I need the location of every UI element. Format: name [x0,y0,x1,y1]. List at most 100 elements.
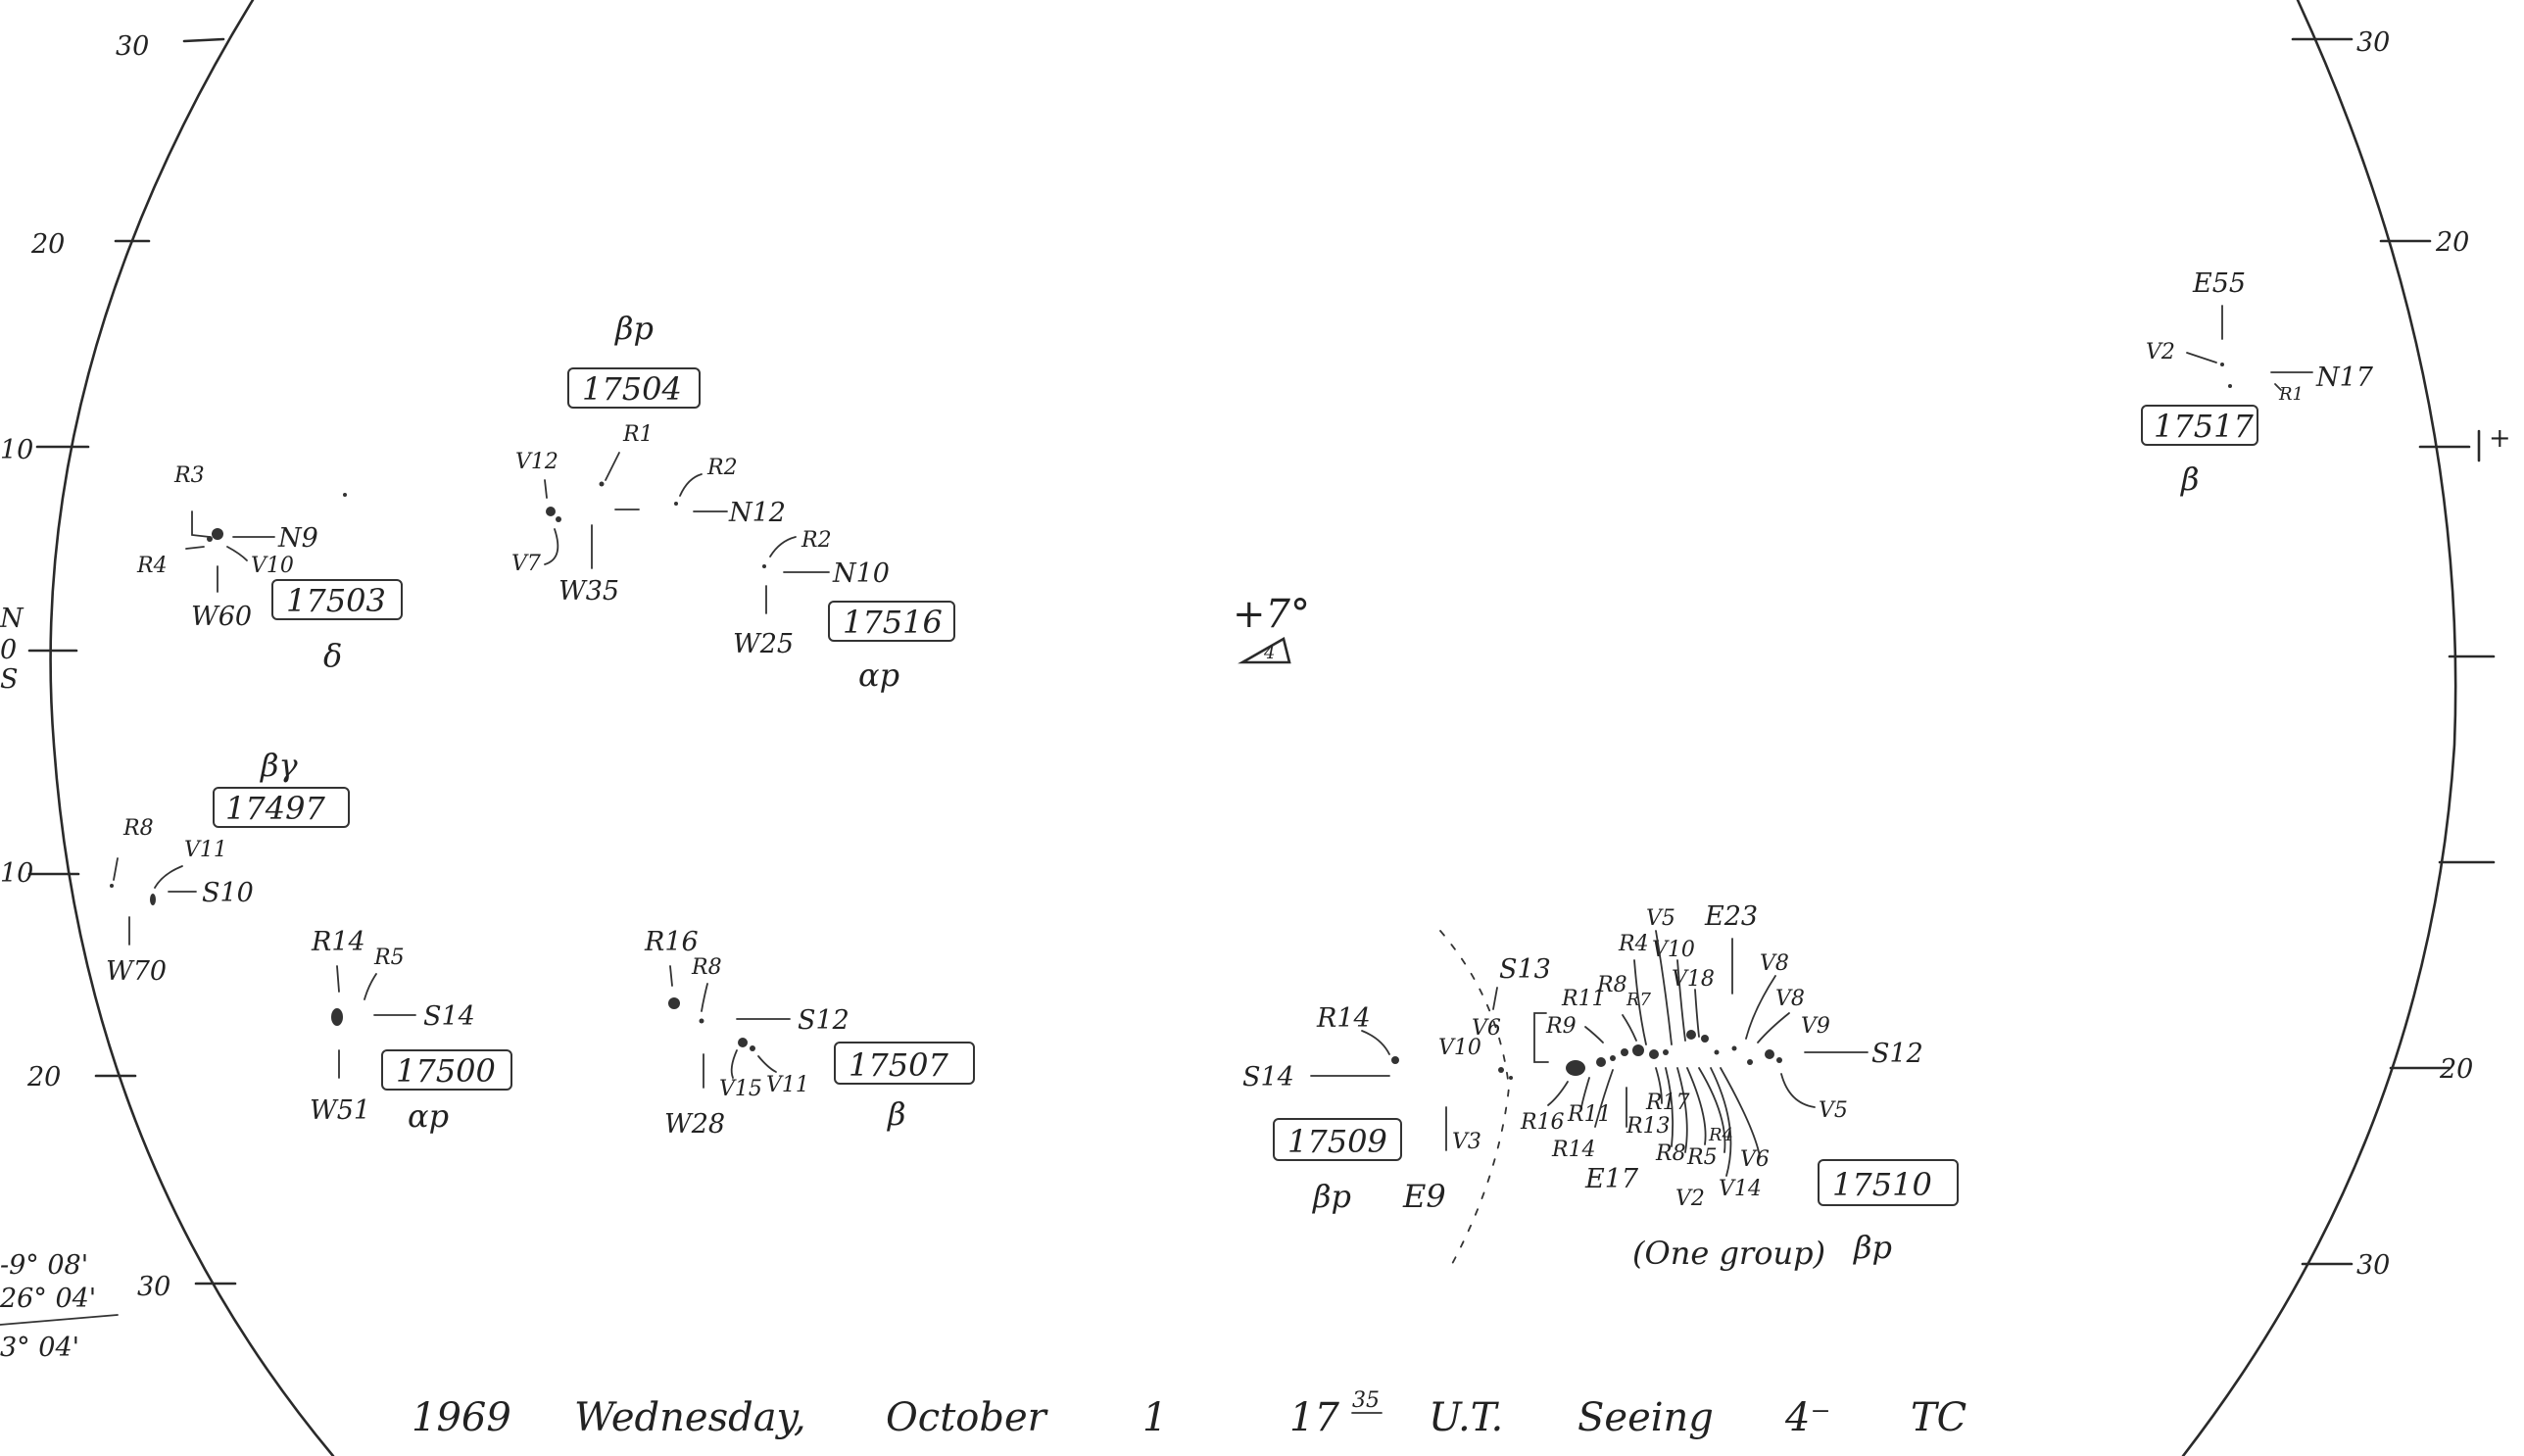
computation-line-1: -9° 08' [0,1250,88,1281]
sunspot-group-17517: E55 V2 N17 R1 17517 β [2141,268,2374,498]
label-17500-r5: R5 [373,946,405,970]
sunspot-group-17516: R2 N10 W25 17516 αp [733,528,955,694]
triangle-mark: 4 [1263,643,1275,663]
label-17507-r8: R8 [691,955,722,980]
sunspot-group-17507: R16 R8 S12 V15 V11 W28 17507 β [644,927,975,1140]
footer-seeing-value: 4⁻ [1784,1395,1831,1440]
footer-weekday: Wednesday, [574,1395,806,1440]
disk-limb-left [49,0,335,1456]
label-17507-w28: W28 [664,1109,725,1140]
label-17503-n9: N9 [277,523,318,554]
left-tick-10-south: 10 [0,858,33,889]
right-tick-plus: + [2489,423,2511,454]
region-label-v6: V6 [1472,1016,1501,1041]
group-number-17500: 17500 [396,1052,496,1090]
region-label-v5: V5 [1646,906,1675,931]
label-17503-w60: W60 [191,602,252,632]
group-class-17500: αp [408,1097,449,1135]
group-class-17517: β [2180,461,2200,498]
label-17500-w51: W51 [310,1095,370,1126]
computation-line-3: 3° 04' [0,1333,79,1363]
label-17504-w35: W35 [558,576,619,607]
group-number-17497: 17497 [225,790,325,827]
region-label-r9: R9 [1545,1014,1577,1039]
region-label-s12: S12 [1871,1039,1923,1069]
label-17509-s14: S14 [1242,1062,1294,1092]
label-17507-r16: R16 [644,927,699,957]
label-17503-r4: R4 [136,554,168,578]
label-17507-s12: S12 [798,1005,849,1036]
group-class-17510: βp [1853,1229,1892,1266]
label-17517-e55: E55 [2192,268,2246,299]
group-number-17509: 17509 [1287,1123,1387,1160]
central-meridian-mark: +7° 4 [1233,592,1310,664]
region-label-r4b: R4 [1708,1125,1733,1145]
group-number-17503: 17503 [286,582,386,619]
sunspot-group-17497: βγ 17497 R8 V11 S10 W70 [106,747,350,987]
footer-year: 1969 [412,1395,511,1440]
disk-limb-right [2181,0,2457,1456]
label-17504-v12: V12 [515,450,558,474]
tilt-label: +7° [1233,592,1310,637]
region-label-r8b: R8 [1655,1141,1686,1166]
left-tick-30-south: 30 [137,1272,170,1302]
region-label-s13: S13 [1499,954,1551,985]
label-17517-v2: V2 [2146,340,2175,364]
region-label-r13: R13 [1626,1114,1671,1139]
group-number-17517: 17517 [2154,408,2254,445]
label-17507-v11: V11 [766,1073,809,1097]
region-label-v14: V14 [1719,1177,1762,1201]
left-tick-10-north: 10 [0,435,33,465]
region-label-v3: V3 [1452,1130,1481,1154]
label-17509-r14: R14 [1316,1003,1371,1034]
computation-line-2: 26° 04' [0,1284,96,1314]
group-number-17504: 17504 [582,370,682,408]
label-17500-s14: S14 [423,1001,475,1032]
label-17497-w70: W70 [106,956,167,987]
label-17503-v10: V10 [251,554,294,578]
region-label-v5b: V5 [1819,1098,1848,1123]
left-latitude-scale: 30 20 10 N 0 S 10 20 30 [0,31,237,1302]
label-17516-w25: W25 [733,629,794,659]
label-17504-n12: N12 [728,498,786,528]
region-label-e9: E9 [1402,1178,1446,1215]
label-17517-n17: N17 [2315,363,2374,393]
left-tick-20-south: 20 [26,1062,61,1092]
label-17507-v15: V15 [719,1077,762,1101]
group-number-17510: 17510 [1832,1166,1932,1203]
left-tick-30-north: 30 [116,31,149,62]
label-17516-r2: R2 [801,528,832,553]
left-equator-s: S [0,664,19,695]
right-latitude-scale: 30 20 + 20 30 [2291,27,2511,1281]
label-17504-r1: R1 [622,422,654,447]
region-label-r11b: R11 [1567,1102,1612,1127]
sunspot-group-17504: βp 17504 R1 V12 V7 W35 R2 N12 [511,310,786,607]
region-label-v6b: V6 [1740,1147,1770,1172]
sunspot-group-17509: R14 S14 17509 βp [1242,1003,1402,1215]
region-label-r8: R8 [1596,973,1627,997]
region-label-v9: V9 [1801,1014,1830,1039]
right-tick-20-south: 20 [2439,1054,2473,1085]
footer-seeing-label: Seeing [1578,1395,1714,1440]
left-equator-n: N [0,604,24,634]
right-tick-30-south: 30 [2356,1250,2390,1281]
sunspot-group-17500: R14 R5 S14 W51 17500 αp [310,927,512,1135]
group-class-17509: βp [1312,1178,1351,1215]
footer-observer: TC [1911,1395,1966,1440]
label-17517-r1: R1 [2278,384,2304,405]
label-17503-r3: R3 [173,463,205,488]
label-17497-s10: S10 [202,878,254,908]
group-class-17497: βγ [260,747,299,784]
region-label-r16: R16 [1520,1110,1565,1135]
right-tick-20-north: 20 [2435,227,2469,258]
region-label-r17: R17 [1645,1091,1690,1115]
footer-month: October [886,1395,1049,1440]
label-17516-n10: N10 [832,558,890,589]
region-label-v10: V10 [1438,1036,1481,1060]
group-class-17503: δ [323,637,342,674]
region-label-r11: R11 [1561,987,1606,1011]
observation-footer: 1969 Wednesday, October 1 17 35 U.T. See… [412,1388,1966,1440]
footer-ut: U.T. [1429,1395,1503,1440]
right-tick-30-north: 30 [2356,27,2390,58]
